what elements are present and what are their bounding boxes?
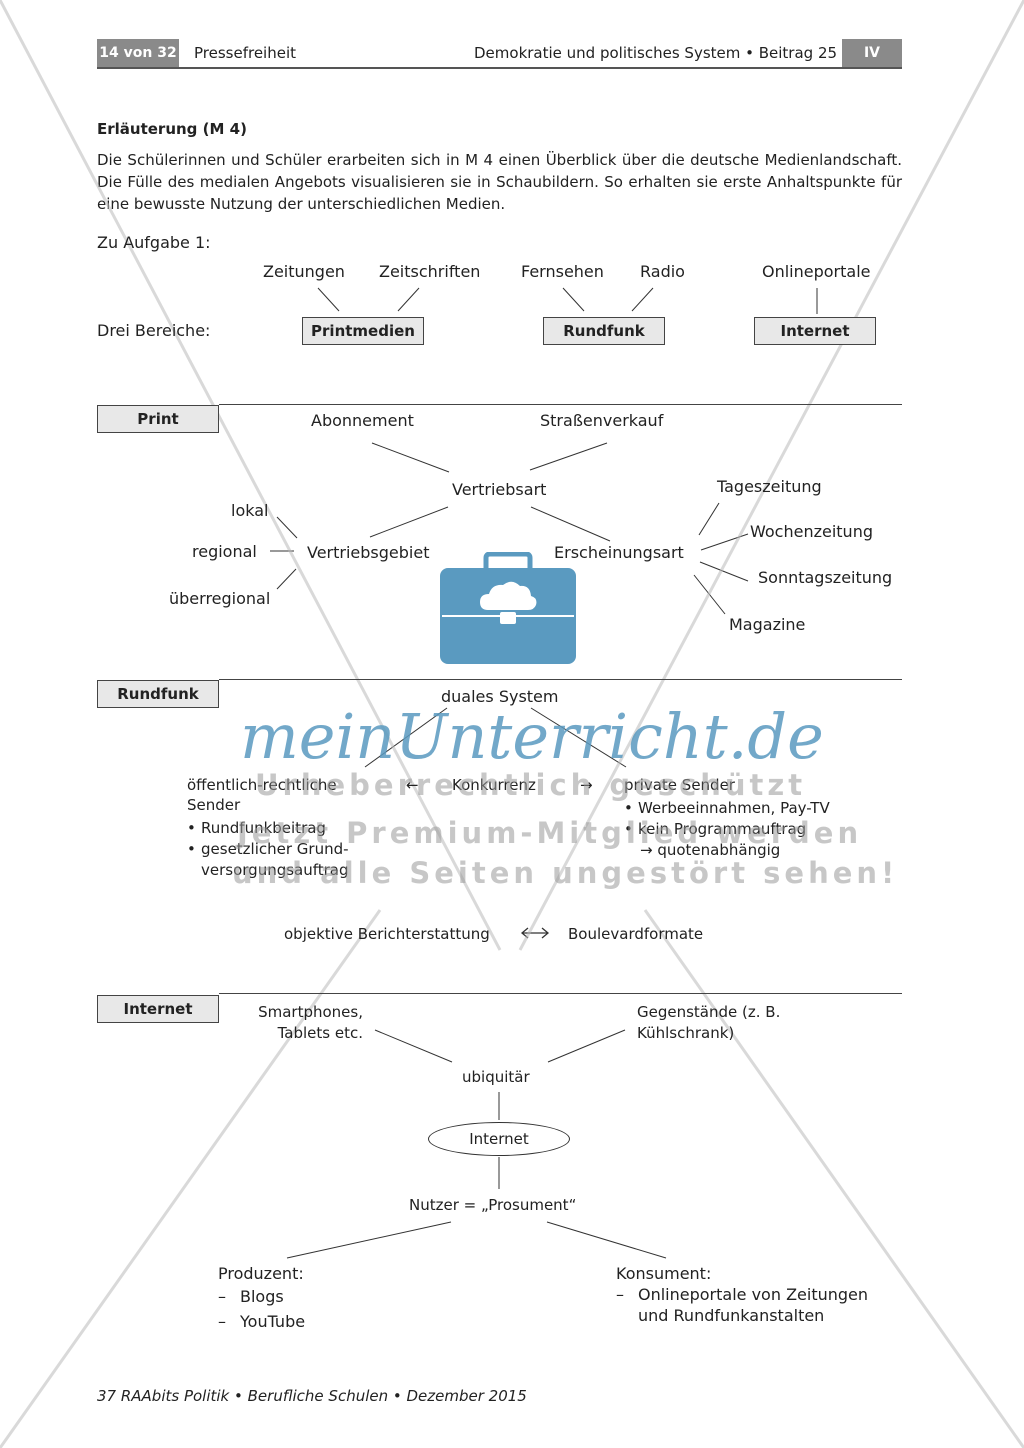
watermark-line-1: Urheberrechtlich geschützt (255, 768, 807, 802)
consumer-label: Konsument: (616, 1264, 712, 1283)
section-rule-rundfunk (219, 679, 902, 680)
public-broadcasters: öffentlich-rechtliche Sender Rundfunkbei… (187, 775, 362, 881)
section-label-rundfunk: Rundfunk (97, 680, 219, 708)
consumer-list: Onlineportale von Zeitungen und Rundfunk… (616, 1284, 886, 1326)
appearance-magazine: Magazine (729, 615, 806, 634)
watermark-line-2: Jetzt Premium-Mitglied werden (237, 816, 863, 850)
public-bullet: Rundfunkbeitrag (187, 818, 362, 839)
users-prosument: Nutzer = „Prosument“ (409, 1196, 577, 1214)
section-label-print: Print (97, 405, 219, 433)
arrow-left-icon: ← (406, 776, 419, 794)
three-areas-label: Drei Bereiche: (97, 321, 211, 340)
boulevard-formats: Boulevardformate (568, 925, 704, 943)
page-number: 14 von 32 (97, 39, 179, 67)
producer-label: Produzent: (218, 1264, 304, 1283)
print-vertriebsgebiet: Vertriebsgebiet (307, 543, 430, 562)
ubiquitous: ubiquitär (462, 1068, 530, 1086)
area-ueberregional: überregional (169, 589, 271, 608)
appearance-tageszeitung: Tageszeitung (717, 477, 822, 496)
task-label: Zu Aufgabe 1: (97, 233, 211, 252)
print-abonnement: Abonnement (311, 411, 414, 430)
section-heading: Erläuterung (M 4) (97, 120, 247, 138)
producer-block: Produzent: Blogs YouTube (218, 1264, 305, 1334)
footer: 37 RAAbits Politik • Berufliche Schulen … (97, 1387, 527, 1405)
appearance-wochenzeitung: Wochenzeitung (750, 522, 873, 541)
header-rule (97, 67, 902, 69)
private-bullet: Werbeeinnahmen, Pay-TV (624, 798, 884, 819)
producer-item: YouTube (218, 1309, 305, 1334)
topic-title: Pressefreiheit (194, 44, 297, 62)
producer-item: Blogs (218, 1284, 305, 1309)
producer-list: Blogs YouTube (218, 1284, 305, 1334)
private-bullet: kein Programmauftrag (624, 819, 884, 840)
item-radio: Radio (640, 262, 685, 281)
objective-reporting: objektive Berichterstattung (284, 925, 490, 943)
item-zeitschriften: Zeitschriften (379, 262, 481, 281)
section-rule-print (219, 404, 902, 405)
internet-node: Internet (428, 1122, 570, 1156)
public-broadcasters-list: Rundfunkbeitrag gesetzlicher Grund-verso… (187, 818, 362, 881)
item-zeitungen: Zeitungen (263, 262, 345, 281)
section-label-internet: Internet (97, 995, 219, 1023)
section-number: IV (842, 39, 902, 67)
print-strassenverkauf: Straßenverkauf (540, 411, 664, 430)
watermark-line-3: und alle Seiten ungestört sehen! (232, 856, 899, 890)
smartphones-tablets: Smartphones, Tablets etc. (258, 1003, 363, 1042)
area-lokal: lokal (231, 501, 269, 520)
series-title: Demokratie und politisches System • Beit… (474, 44, 838, 62)
briefcase-cloud-icon (440, 552, 576, 664)
appearance-sonntagszeitung: Sonntagszeitung (758, 568, 893, 587)
public-broadcasters-label: öffentlich-rechtliche Sender (187, 776, 337, 814)
area-regional: regional (192, 542, 257, 561)
item-fernsehen: Fernsehen (521, 262, 604, 281)
box-printmedien: Printmedien (302, 317, 424, 345)
consumer-block: Konsument: Onlineportale von Zeitungen u… (616, 1264, 886, 1326)
private-broadcasters-list: Werbeeinnahmen, Pay-TV kein Programmauft… (624, 798, 884, 840)
public-bullet: gesetzlicher Grund-versorgungsauftrag (187, 839, 362, 881)
private-broadcasters: private Sender Werbeeinnahmen, Pay-TV ke… (624, 775, 884, 860)
objects-fridge: Gegenstände (z. B. Kühlschrank) (637, 1003, 781, 1042)
competition-label: Konkurrenz (452, 776, 536, 794)
private-broadcasters-label: private Sender (624, 776, 735, 794)
arrow-right-icon: → (580, 776, 593, 794)
intro-paragraph: Die Schülerinnen und Schüler erarbeiten … (97, 151, 902, 213)
consumer-item: Onlineportale von Zeitungen und Rundfunk… (616, 1284, 886, 1326)
private-sub-note: → quotenabhängig (640, 841, 781, 859)
box-internet: Internet (754, 317, 876, 345)
print-erscheinungsart: Erscheinungsart (554, 543, 684, 562)
dual-system: duales System (441, 687, 559, 706)
item-onlineportale: Onlineportale (762, 262, 871, 281)
watermark-brand: meinUnterricht.de (240, 700, 824, 773)
section-rule-internet (219, 993, 902, 994)
box-rundfunk: Rundfunk (543, 317, 665, 345)
print-vertriebsart: Vertriebsart (452, 480, 547, 499)
